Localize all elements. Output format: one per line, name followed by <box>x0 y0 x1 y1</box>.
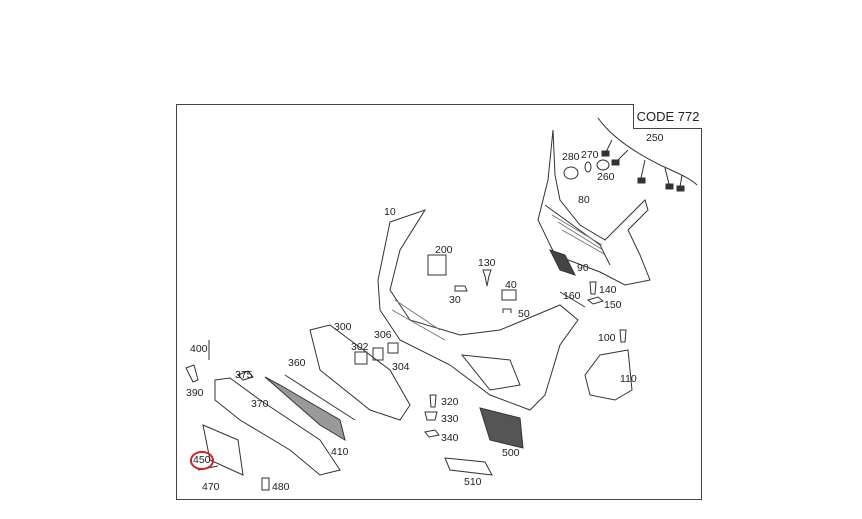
part-label-340[interactable]: 340 <box>441 432 459 444</box>
part-label-200[interactable]: 200 <box>435 244 453 256</box>
part-label-302[interactable]: 302 <box>351 341 369 353</box>
bumper-carrier-80[interactable] <box>537 129 651 286</box>
bracket-306[interactable] <box>387 342 399 354</box>
bracket-302[interactable] <box>354 351 368 365</box>
part-label-250[interactable]: 250 <box>646 132 664 144</box>
wheel-liner-110[interactable] <box>584 349 633 401</box>
part-label-306[interactable]: 306 <box>374 329 392 341</box>
part-label-280[interactable]: 280 <box>562 151 580 163</box>
control-module-200[interactable] <box>427 254 447 276</box>
code-label: CODE 772 <box>633 104 702 129</box>
part-label-30[interactable]: 30 <box>449 294 461 306</box>
bolt-140[interactable] <box>589 281 597 295</box>
clip-130[interactable] <box>482 269 492 287</box>
part-label-90[interactable]: 90 <box>577 262 589 274</box>
part-label-40[interactable]: 40 <box>505 279 517 291</box>
bumper-cover-10[interactable] <box>377 209 579 411</box>
part-label-130[interactable]: 130 <box>478 257 496 269</box>
clip-30[interactable] <box>454 285 468 292</box>
part-label-470[interactable]: 470 <box>202 481 220 493</box>
part-label-510[interactable]: 510 <box>464 476 482 488</box>
part-label-375[interactable]: 375 <box>235 369 253 381</box>
wiring-harness-250[interactable] <box>597 117 698 192</box>
bracket-304[interactable] <box>372 347 384 361</box>
bolt-320[interactable] <box>429 394 437 408</box>
part-label-270[interactable]: 270 <box>581 149 599 161</box>
clip-340[interactable] <box>424 429 440 438</box>
clip-375[interactable] <box>237 370 254 381</box>
trim-510[interactable] <box>444 457 493 476</box>
cover-390[interactable] <box>185 364 199 383</box>
part-label-390[interactable]: 390 <box>186 387 204 399</box>
part-label-400[interactable]: 400 <box>190 343 208 355</box>
part-label-450-highlighted[interactable]: 450 <box>190 451 214 470</box>
part-label-80[interactable]: 80 <box>578 194 590 206</box>
part-label-360[interactable]: 360 <box>288 357 306 369</box>
lower-grille-410[interactable] <box>264 376 346 442</box>
part-50[interactable] <box>502 308 512 313</box>
part-label-140[interactable]: 140 <box>599 284 617 296</box>
part-label-150[interactable]: 150 <box>604 299 622 311</box>
rivet-100[interactable] <box>619 329 627 343</box>
clip-480[interactable] <box>261 477 270 491</box>
part-label-10[interactable]: 10 <box>384 206 396 218</box>
part-label-320[interactable]: 320 <box>441 396 459 408</box>
part-label-410[interactable]: 410 <box>331 446 349 458</box>
part-label-370[interactable]: 370 <box>251 398 269 410</box>
part-label-110[interactable]: 110 <box>620 373 637 385</box>
part-label-300[interactable]: 300 <box>334 321 352 333</box>
part-label-480[interactable]: 480 <box>272 481 290 493</box>
lower-spoiler-370[interactable] <box>214 377 341 476</box>
part-label-50[interactable]: 50 <box>518 308 530 320</box>
license-plate-bracket-450[interactable] <box>202 424 244 476</box>
strip-360[interactable] <box>284 374 356 421</box>
part-label-500[interactable]: 500 <box>502 447 520 459</box>
part-label-260[interactable]: 260 <box>597 171 615 183</box>
line-160 <box>559 291 586 308</box>
fog-grille-500[interactable] <box>479 407 524 449</box>
clip-150[interactable] <box>586 296 605 305</box>
part-label-304[interactable]: 304 <box>392 361 410 373</box>
impact-absorber-300[interactable] <box>309 324 411 421</box>
part-label-100[interactable]: 100 <box>598 332 616 344</box>
part-label-330[interactable]: 330 <box>441 413 459 425</box>
parking-sensor-parts[interactable] <box>563 159 610 180</box>
cover-40[interactable] <box>501 289 517 301</box>
grille-90[interactable] <box>549 249 576 276</box>
nut-330[interactable] <box>424 411 438 421</box>
part-label-160[interactable]: 160 <box>563 290 581 302</box>
